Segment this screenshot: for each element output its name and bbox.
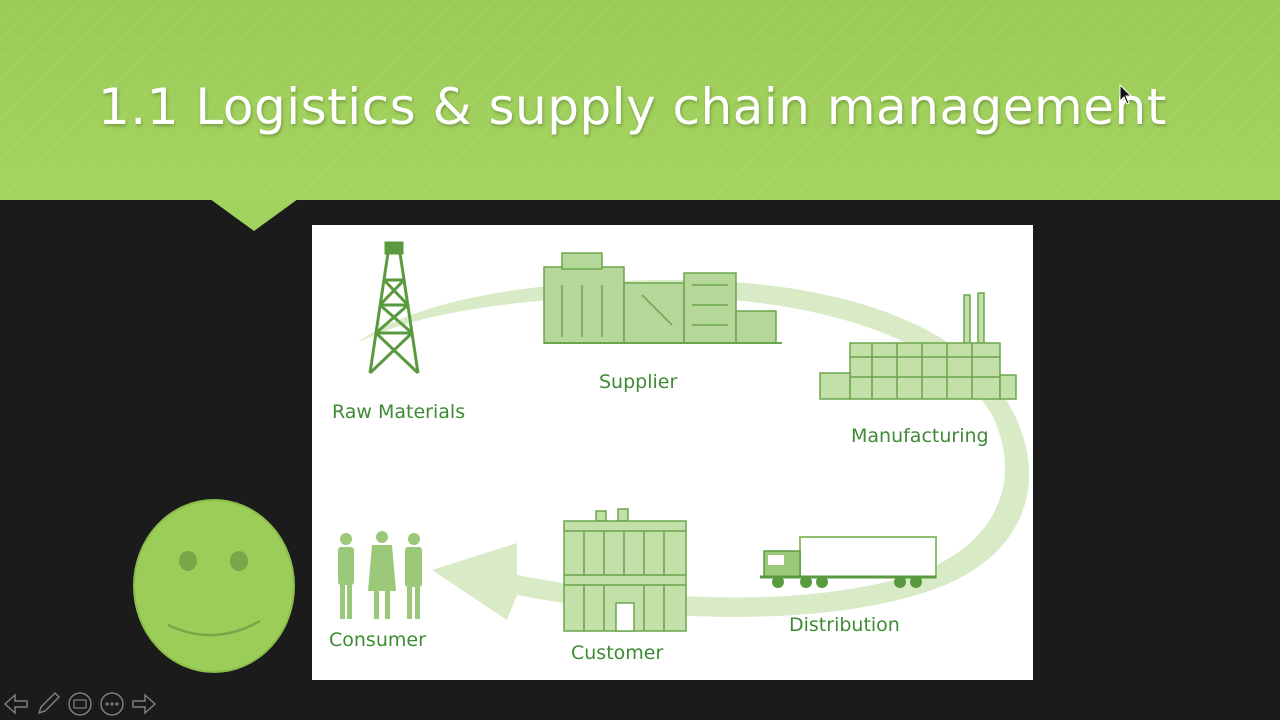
- stage-label-customer: Customer: [571, 642, 664, 664]
- see-all-slides-button[interactable]: [66, 690, 94, 718]
- slides-icon: [68, 692, 92, 716]
- stage-label-manufacturing: Manufacturing: [851, 425, 989, 447]
- stage-label-consumer: Consumer: [329, 629, 426, 651]
- supplier-factory-icon: [543, 252, 782, 344]
- supply-chain-diagram: Raw Materials Supplier Manufacturing Dis…: [312, 225, 1033, 680]
- smiley-face-icon: [133, 499, 295, 673]
- title-notch: [210, 199, 298, 231]
- stage-label-supplier: Supplier: [599, 371, 678, 393]
- more-options-button[interactable]: [98, 690, 126, 718]
- previous-arrow-icon: [3, 693, 28, 715]
- more-icon: [100, 692, 124, 716]
- oil-derrick-icon: [368, 241, 420, 375]
- consumers-icon: [338, 531, 422, 619]
- title-bar: [0, 0, 1280, 200]
- next-arrow-icon: [132, 693, 157, 715]
- truck-icon: [760, 536, 937, 588]
- manufacturing-plant-icon: [819, 292, 1017, 400]
- next-slide-button[interactable]: [130, 690, 158, 718]
- stage-label-distribution: Distribution: [789, 614, 900, 636]
- pen-tool-button[interactable]: [34, 690, 62, 718]
- cycle-arrow: [357, 280, 1030, 620]
- pen-icon: [37, 691, 61, 715]
- slide-title: 1.1 Logistics & supply chain management: [98, 78, 1167, 136]
- previous-slide-button[interactable]: [2, 690, 30, 718]
- mouse-cursor-icon: [1119, 84, 1133, 105]
- supply-chain-graphic: [338, 241, 1030, 632]
- customer-store-icon: [563, 508, 687, 632]
- slideshow-controls: [0, 688, 172, 720]
- stage-label-raw-materials: Raw Materials: [332, 401, 466, 423]
